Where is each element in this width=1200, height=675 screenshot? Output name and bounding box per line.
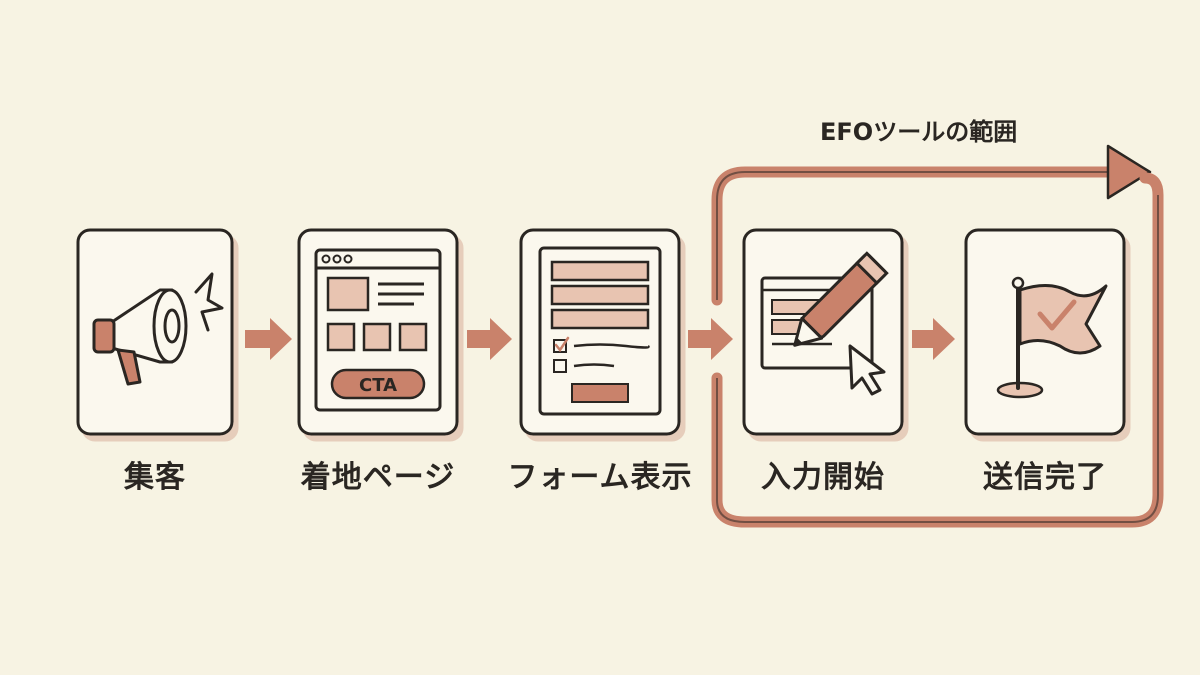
flow-arrow-4: [912, 318, 955, 360]
flag-check-icon: [996, 276, 1108, 399]
step-label-input-start: 入力開始: [761, 460, 885, 495]
flow-arrow-2: [467, 318, 512, 360]
flow-arrow-1: [245, 318, 292, 360]
step-label-form-display: フォーム表示: [507, 460, 693, 495]
step-label-landing-page: 着地ページ: [300, 460, 456, 495]
cta-label: CTA: [359, 375, 397, 396]
step-card-submit-complete: [964, 228, 1126, 436]
cta-pill: [330, 368, 426, 400]
step-card-form-display: [519, 228, 681, 436]
efo-range-label: EFOツールの範囲: [820, 118, 1018, 146]
step-label-acquisition: 集客: [124, 460, 186, 495]
landing-page-icon: CTA: [314, 248, 442, 412]
step-label-submit-complete: 送信完了: [983, 460, 1107, 495]
step-card-input-start: [742, 228, 904, 436]
efo-range-bracket: [711, 144, 1164, 528]
range-arrowhead-icon: [1106, 144, 1152, 200]
step-card-acquisition: [76, 228, 234, 436]
cursor-icon: [848, 344, 886, 396]
form-icon: [538, 246, 662, 416]
pencil-form-icon: [760, 251, 889, 396]
flow-arrow-3: [688, 318, 733, 360]
megaphone-icon: [92, 272, 224, 386]
step-card-landing-page: CTA: [297, 228, 459, 436]
